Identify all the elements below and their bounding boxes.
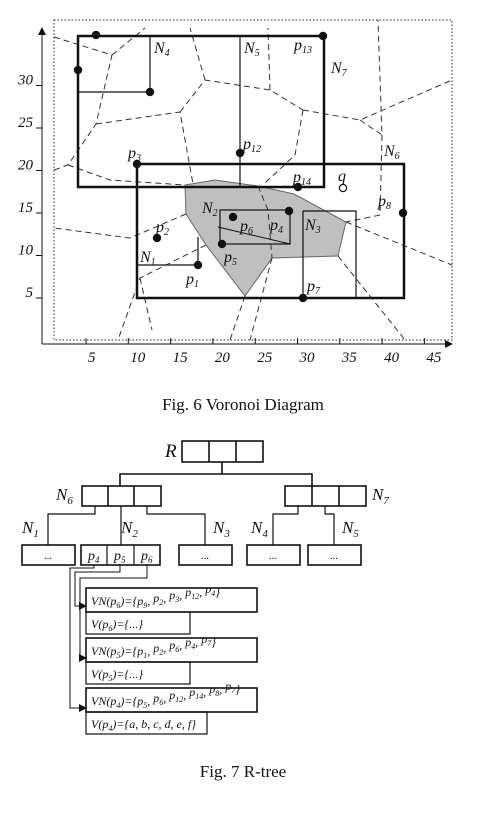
record-vn-text: VN(p5)={p1, p2, p6, p4, p7} (91, 632, 216, 660)
entry-p6: p6 (140, 549, 153, 565)
fig7-rtree: R N6 N7 N1 N2 N3 N4 N5 . (21, 440, 389, 781)
x-tick-label: 30 (299, 350, 316, 366)
label-p5: p5 (223, 249, 237, 268)
entry-p5: p5 (113, 549, 126, 565)
label-p12: p12 (242, 136, 261, 155)
n5-label: N5 (341, 518, 359, 540)
svg-text:...: ... (44, 550, 53, 562)
point-p13 (318, 31, 328, 41)
point-p6 (228, 212, 238, 222)
root-node (181, 440, 264, 463)
root-label: R (164, 441, 177, 462)
y-tick-label: 10 (18, 243, 34, 259)
n4-label: N4 (250, 518, 268, 540)
n6-node (81, 485, 162, 507)
fig6-voronoi: 5 10 15 20 25 30 35 40 45 5 10 15 20 25 30 (17, 19, 453, 414)
label-n7: N7 (330, 60, 348, 79)
label-p14: p14 (292, 169, 311, 188)
n4-node (246, 544, 301, 566)
entry-p4: p4 (87, 549, 100, 565)
label-p3: p3 (127, 145, 141, 164)
svg-text:...: ... (330, 550, 339, 562)
svg-text:...: ... (201, 550, 210, 562)
svg-text:...: ... (269, 550, 278, 562)
y-tick-label: 5 (26, 285, 34, 301)
point-n4 (145, 87, 155, 97)
record-v-text: V(p5)={...} (91, 667, 143, 683)
x-tick-label: 35 (341, 350, 358, 366)
fig6-voronoi-edges (53, 19, 453, 341)
fig6-y-ticks: 5 10 15 20 25 30 (17, 73, 42, 301)
x-tick-label: 15 (173, 350, 189, 366)
point-p4 (284, 206, 294, 216)
n6-label: N6 (55, 485, 73, 507)
record-v-box (85, 661, 191, 685)
record-v-text: V(p4)={a, b, c, d, e, f} (91, 717, 196, 733)
mbr-n3 (303, 210, 357, 298)
label-n6: N6 (383, 143, 400, 162)
point-p3 (132, 159, 142, 169)
point-p7 (298, 293, 308, 303)
x-tick-label: 25 (257, 350, 273, 366)
label-p1: p1 (185, 271, 199, 290)
record-v-box (85, 611, 191, 635)
fig6-axes (38, 27, 453, 348)
fig6-points (73, 30, 408, 303)
x-tick-label: 20 (215, 350, 231, 366)
point-left (73, 65, 83, 75)
x-tick-label: 10 (130, 350, 146, 366)
label-q: q (338, 168, 346, 185)
label-n5: N5 (243, 40, 260, 59)
y-tick-label: 30 (17, 73, 34, 89)
y-tick-label: 20 (18, 158, 34, 174)
n5-node (307, 544, 362, 566)
label-p4: p4 (269, 217, 283, 236)
mbr-n6 (135, 162, 406, 300)
label-n2: N2 (201, 200, 218, 219)
x-tick-label: 5 (88, 350, 96, 366)
y-tick-label: 25 (18, 115, 34, 131)
label-p7: p7 (306, 278, 321, 297)
fig6-caption: Fig. 6 Voronoi Diagram (162, 395, 324, 414)
point-p14 (293, 182, 303, 192)
n1-label: N1 (21, 518, 39, 540)
record-v-text: V(p6)={...} (91, 617, 143, 633)
n7-node (284, 485, 367, 507)
point-p2 (152, 233, 162, 243)
fig7-caption: Fig. 7 R-tree (200, 762, 286, 781)
y-tick-label: 15 (18, 200, 34, 216)
query-point-q (338, 183, 348, 193)
n3-node (178, 544, 233, 566)
record-vn-text: VN(p4)={p5, p6, p12, p14, p8, p7} (91, 679, 240, 710)
n1-node (21, 544, 76, 566)
point-p12 (235, 148, 245, 158)
mbr-n7 (76, 34, 326, 189)
label-p8: p8 (377, 193, 391, 212)
record-vn-text: VN(p6)={p9, p2, p3, p12, p4} (91, 582, 220, 610)
x-tick-label: 45 (426, 350, 442, 366)
point-p5 (217, 239, 227, 249)
mbr-n4 (78, 36, 151, 93)
label-n4: N4 (153, 40, 170, 59)
n2-label: N2 (120, 518, 138, 540)
label-n1: N1 (139, 249, 156, 268)
n3-label: N3 (212, 518, 230, 540)
record-v-box (85, 711, 208, 735)
x-tick-label: 40 (384, 350, 400, 366)
fig6-dotted-frame (53, 19, 453, 341)
fig6-mbrs (76, 34, 406, 300)
voronoi-records: VN(p6)={p9, p2, p3, p12, p4}V(p6)={...}V… (85, 582, 258, 735)
label-p2: p2 (155, 219, 169, 238)
point-top-left (91, 30, 101, 40)
n7-label: N7 (371, 485, 389, 507)
point-p8 (398, 208, 408, 218)
label-p13: p13 (293, 37, 312, 56)
label-p6: p6 (239, 218, 253, 237)
fig6-x-ticks: 5 10 15 20 25 30 35 40 45 (85, 338, 442, 366)
point-p1 (193, 260, 203, 270)
label-n3: N3 (304, 217, 321, 236)
